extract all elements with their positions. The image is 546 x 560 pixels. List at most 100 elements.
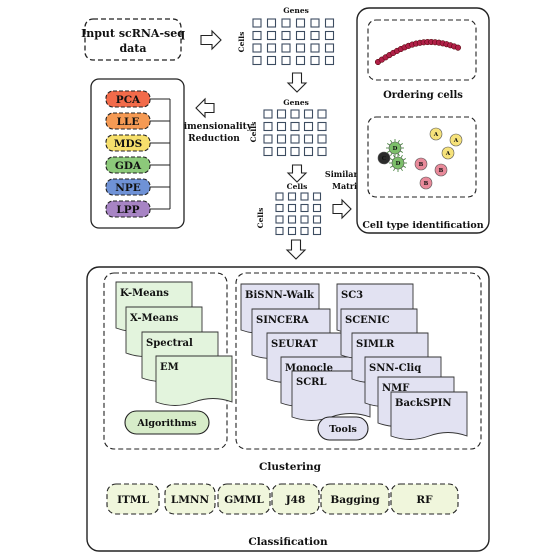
classification-method-label: RF <box>416 494 433 506</box>
typed-cell: A <box>449 133 463 147</box>
matrix-cell <box>263 109 273 119</box>
reduction-method-label: NPE <box>115 182 141 194</box>
typed-cell: C <box>377 151 391 165</box>
classification-method-j48: J48 <box>271 483 320 515</box>
typed-cell-letter: D <box>396 161 401 167</box>
classification-method-gmml: GMML <box>217 483 271 515</box>
method-document-label: BiSNN-Walk <box>245 290 315 301</box>
classification-method-label: Bagging <box>330 494 380 506</box>
arrow-to-reduction <box>195 97 215 119</box>
matrix-cell <box>263 121 273 132</box>
typed-cell: A <box>429 127 443 141</box>
typed-cell-letter: A <box>433 132 439 138</box>
matrix-cell <box>276 146 287 157</box>
similarity-label-line1: Similarity <box>325 169 369 179</box>
matrix-cell <box>300 215 309 224</box>
method-document-label: Monocle <box>285 363 333 374</box>
matrix-cell <box>252 43 262 53</box>
input-box-line1: Input scRNA-seq <box>81 27 185 40</box>
matrix-cell <box>266 30 277 41</box>
matrix-cell <box>300 226 309 236</box>
matrix-cell <box>324 55 335 66</box>
typed-cell-letter: B <box>439 168 444 174</box>
matrix-cell <box>312 203 322 213</box>
method-document-label: SEURAT <box>271 339 318 350</box>
arrow-to-downstream <box>332 198 352 220</box>
reduction-method-gda: GDA <box>105 156 151 174</box>
reduction-method-label: LPP <box>116 204 139 216</box>
classification-method-itml: ITML <box>106 483 160 515</box>
input-box-line2: data <box>119 42 146 55</box>
typed-cell: A <box>441 146 455 160</box>
matrix-cell <box>275 203 284 213</box>
ordering-cells-label: Ordering cells <box>383 90 463 101</box>
typed-cell-letter: D <box>393 146 398 152</box>
ordered-cell-chain <box>374 38 462 66</box>
matrix-raw <box>252 18 335 66</box>
matrix-cell <box>300 192 309 201</box>
reduction-bracket <box>150 98 171 210</box>
typed-cell: B <box>434 163 448 177</box>
matrix-cell <box>317 134 327 144</box>
matrix-similarity <box>275 192 322 236</box>
typed-cell: B <box>419 176 433 190</box>
reduction-method-label: LLE <box>117 116 140 128</box>
cell-type-label: Cell type identification <box>362 220 483 231</box>
matrix-cell <box>295 55 306 66</box>
reduction-method-npe: NPE <box>105 178 151 196</box>
matrix-cell <box>303 146 314 157</box>
tools-pill: Tools <box>317 416 369 441</box>
typed-cell-letter: A <box>453 138 459 144</box>
similarity-label-line2: Matrix <box>332 181 362 191</box>
method-document-label: NMF <box>382 383 409 394</box>
matrix-cell <box>281 18 291 28</box>
matrix-normalized <box>263 109 327 157</box>
matrix-cell <box>324 18 335 28</box>
matrix-cell <box>276 121 287 132</box>
matrix-cell <box>310 43 320 53</box>
matrix-cell <box>252 55 262 66</box>
matrix-cell <box>263 146 273 157</box>
matrix-cell <box>275 226 284 236</box>
matrix-cell <box>287 203 297 213</box>
classification-method-label: LMNN <box>171 494 210 506</box>
typed-cell-letter: C <box>382 156 387 162</box>
matrix-cell <box>290 109 300 119</box>
matrix-cell <box>287 215 297 224</box>
typed-cell-letter: B <box>424 181 429 187</box>
reduction-method-label: PCA <box>116 94 141 106</box>
matrix-cell <box>295 18 306 28</box>
ordered-cell <box>454 44 462 51</box>
matrix-cell <box>317 121 327 132</box>
reduction-method-label: MDS <box>114 138 142 150</box>
matrix-cell <box>317 109 327 119</box>
clustering-label: Clustering <box>259 461 322 473</box>
matrix-cell <box>303 109 314 119</box>
matrix-cell <box>310 55 320 66</box>
matrix-cell <box>275 215 284 224</box>
method-document-label: SCRL <box>296 377 327 388</box>
matrix-cell <box>290 121 300 132</box>
method-document-label: SIMLR <box>356 339 395 350</box>
typed-cell-letter: A <box>445 151 451 157</box>
matrix-cell <box>266 18 277 28</box>
matrix-cell <box>252 30 262 41</box>
matrix-cell <box>310 18 320 28</box>
matrix-cell <box>303 121 314 132</box>
reduction-method-mds: MDS <box>105 134 151 152</box>
tool-documents: BiSNN-WalkSINCERASEURATMonocleSCRLSC3SCE… <box>240 283 468 440</box>
matrix-cell <box>281 30 291 41</box>
typed-cell-letter: B <box>419 162 424 168</box>
matrix-cell <box>281 55 291 66</box>
matrix-cell <box>275 192 284 201</box>
typed-cell: B <box>414 157 428 171</box>
matrix-cell <box>290 134 300 144</box>
reduction-method-lle: LLE <box>105 112 151 130</box>
classification-method-bagging: Bagging <box>320 483 390 515</box>
method-document: EM <box>155 355 233 406</box>
matrix-cell <box>310 30 320 41</box>
